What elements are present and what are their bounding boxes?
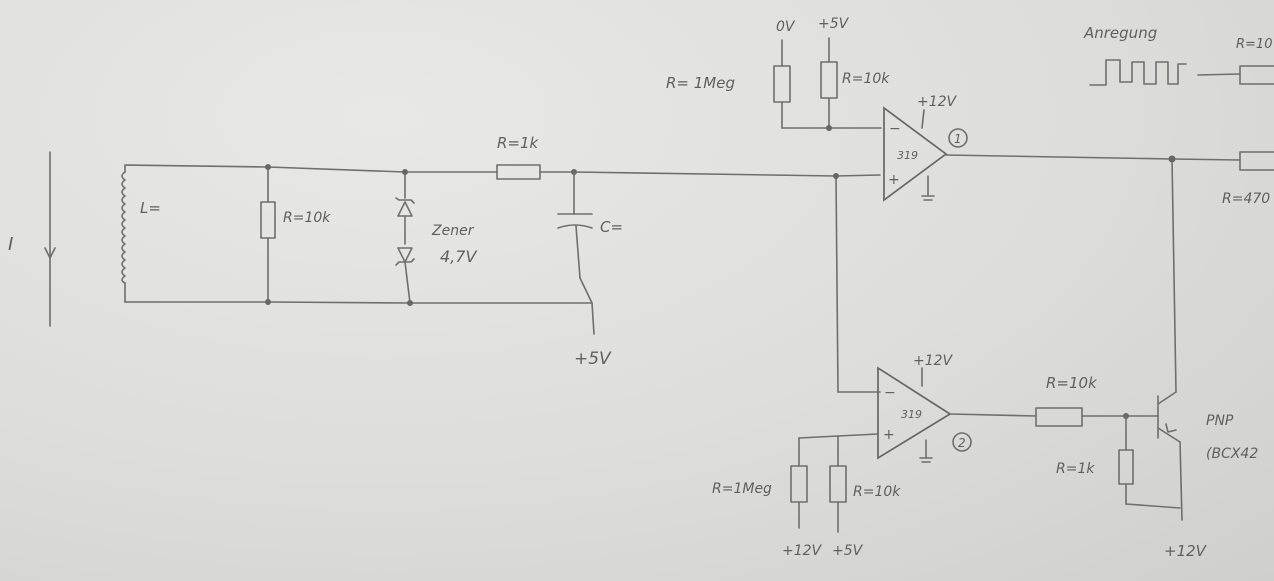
output-resistor-label: R=10k xyxy=(1046,374,1098,392)
zener-voltage-label: 4,7V xyxy=(440,247,477,266)
op1-ref-top-right: +5V xyxy=(818,16,850,32)
shunt-resistor-label: R=10k xyxy=(283,210,331,226)
op2-ref-supply-left: +12V xyxy=(782,543,823,559)
base-resistor-label: R=1k xyxy=(1056,461,1095,477)
capacitor-label: C= xyxy=(600,218,623,236)
excitation-label: Anregung xyxy=(1083,24,1157,42)
op2-ref-supply-right: +5V xyxy=(832,543,864,559)
zener-label: Zener xyxy=(431,223,475,239)
op2-part: 319 xyxy=(901,408,922,421)
op2-minus: − xyxy=(884,385,896,401)
series-resistor-label: R=1k xyxy=(497,134,540,152)
op1-ref-r-big: R= 1Meg xyxy=(666,74,735,92)
op1-ref-top-left: 0V xyxy=(776,19,796,35)
op1-ref-r-small: R=10k xyxy=(842,71,890,87)
inductor-label: L= xyxy=(140,199,161,217)
zener-diode xyxy=(395,169,415,306)
op1-supply: +12V xyxy=(917,94,958,110)
capacitor xyxy=(557,171,595,335)
current-label: I xyxy=(8,234,13,255)
comparator-1 xyxy=(883,106,968,202)
input-wires xyxy=(124,164,593,304)
transistor-type-label: PNP xyxy=(1206,413,1234,429)
transistor-part-label: (BCX42 xyxy=(1206,446,1258,462)
pnp-transistor xyxy=(1157,391,1183,521)
excitation-signal xyxy=(1089,59,1274,86)
op2-ref-r-small: R=10k xyxy=(853,484,901,500)
emitter-supply-label: +12V xyxy=(1164,542,1208,560)
current-arrow xyxy=(44,151,56,327)
op2-supply: +12V xyxy=(913,353,954,369)
op2-number: 2 xyxy=(958,436,966,450)
op2-output-network xyxy=(949,407,1181,509)
op2-plus: + xyxy=(883,427,895,443)
shunt-resistor xyxy=(260,164,276,305)
capacitor-supply-label: +5V xyxy=(574,349,612,369)
comparator-2 xyxy=(877,366,972,463)
op1-plus: + xyxy=(888,172,900,188)
op1-number: 1 xyxy=(954,132,962,146)
op1-minus: − xyxy=(889,121,901,137)
signal-line xyxy=(573,171,881,393)
right-resistor-label: R=470 xyxy=(1222,191,1270,207)
op1-part: 319 xyxy=(897,149,918,162)
op2-reference-network xyxy=(790,433,879,533)
inductor-coil xyxy=(121,171,126,284)
series-resistor xyxy=(496,164,577,180)
op2-ref-r-big: R=1Meg xyxy=(712,481,772,497)
excitation-resistor-label: R=10 xyxy=(1236,37,1272,52)
op1-output xyxy=(945,151,1274,393)
op1-reference-network xyxy=(773,37,882,131)
